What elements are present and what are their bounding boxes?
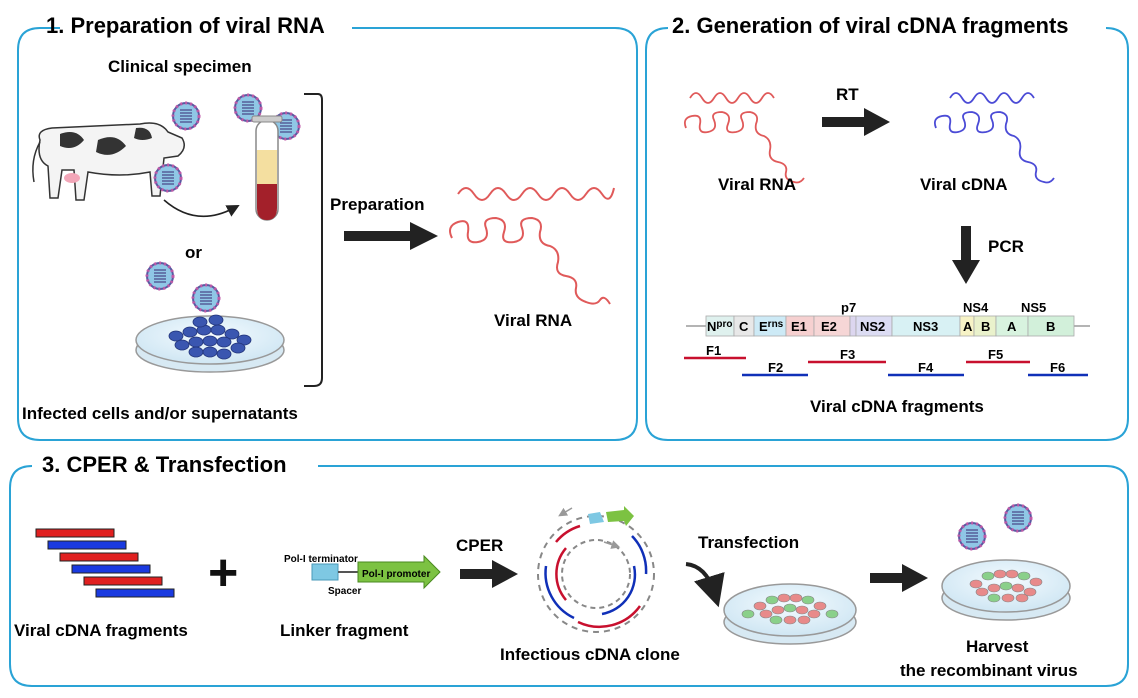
ns4a-label: A [963, 319, 973, 334]
virus-particle-icon [153, 163, 183, 193]
or-label: or [185, 243, 202, 262]
panel-3-border [9, 465, 1129, 687]
ns4-label: NS4 [963, 300, 989, 315]
preparation-arrow-icon [410, 222, 438, 250]
p3-viral-cdna-fragments-label: Viral cDNA fragments [14, 621, 188, 640]
viral-cdna-label: Viral cDNA [920, 175, 1008, 194]
infectious-clone-label: Infectious cDNA clone [500, 645, 680, 664]
e1-label: E1 [791, 319, 807, 334]
fragment-label: F1 [706, 343, 721, 358]
harvest-label-line1: Harvest [966, 637, 1029, 656]
ns3-label: NS3 [913, 319, 938, 334]
genome-map: Npro C Erns E1 E2 p7 NS2 NS3 NS4 A B NS5… [686, 300, 1090, 337]
panel-2-border [645, 27, 1129, 441]
pcr-label: PCR [988, 237, 1024, 256]
panel-2-title: 2. Generation of viral cDNA fragments [672, 13, 1069, 38]
panel-2: 2. Generation of viral cDNA fragments Vi… [645, 13, 1129, 441]
plus-icon: + [208, 544, 238, 602]
pol-terminator-box [311, 563, 339, 581]
linker-fragment: Pol-I promoter Pol-I terminator Spacer [284, 554, 441, 597]
erns-label: Erns [759, 319, 784, 334]
cdna-strand [933, 111, 1055, 184]
panel-1: 1. Preparation of viral RNA Clinical spe… [17, 13, 638, 441]
panel2-viral-rna-label: Viral RNA [718, 175, 796, 194]
transfection-arrow-icon [685, 562, 725, 608]
fragment-label: F3 [840, 347, 855, 362]
genome-segment-p7 [849, 315, 857, 337]
bracket [304, 93, 323, 387]
harvest-arrow-icon [902, 564, 928, 592]
cdna-strand [949, 92, 1035, 104]
rna-strand [457, 187, 615, 201]
npro-label: Npro [707, 319, 733, 334]
rna-strand [689, 92, 775, 104]
fragment-label: F6 [1050, 360, 1065, 375]
cow-icon [32, 122, 185, 201]
pol-promoter-arrow [357, 554, 441, 590]
pcr-fragments: F1 F2 F3 F4 F5 F6 [684, 343, 1088, 377]
p7-label: p7 [841, 300, 856, 315]
panel-3: 3. CPER & Transfection Viral cDNA fragme… [9, 452, 1129, 687]
c-label: C [739, 319, 749, 334]
genome-segment-ns5b [1027, 315, 1075, 337]
ns5-label: NS5 [1021, 300, 1046, 315]
clinical-specimen-label: Clinical specimen [108, 57, 252, 76]
ns5b-label: B [1046, 319, 1055, 334]
virus-particle-icon [1003, 503, 1033, 533]
panel-1-title: 1. Preparation of viral RNA [46, 13, 325, 38]
curved-arrow-icon [163, 199, 240, 218]
panel-3-title: 3. CPER & Transfection [42, 452, 287, 477]
fragment-label: F4 [918, 360, 934, 375]
cper-arrow-icon [492, 560, 518, 588]
pol-promoter-label: Pol-I promoter [362, 569, 430, 580]
linker-fragment-label: Linker fragment [280, 621, 409, 640]
infectious-clone-diagram [537, 506, 655, 633]
rna-strand [449, 216, 611, 305]
viral-rna-label: Viral RNA [494, 311, 572, 330]
virus-particle-icon [171, 101, 201, 131]
ns4b-label: B [981, 319, 990, 334]
ns2-label: NS2 [860, 319, 885, 334]
ns5a-label: A [1007, 319, 1017, 334]
petri-dish-icon [135, 314, 285, 373]
rna-strand [683, 111, 805, 184]
e2-label: E2 [821, 319, 837, 334]
panel-1-border [17, 27, 638, 441]
infected-cells-label: Infected cells and/or supernatants [22, 404, 298, 423]
preparation-label: Preparation [330, 195, 424, 214]
fragment-label: F5 [988, 347, 1003, 362]
rt-arrow-icon [864, 108, 890, 136]
virus-particle-icon [957, 521, 987, 551]
viral-cdna-fragments-label: Viral cDNA fragments [810, 397, 984, 416]
transfection-label: Transfection [698, 533, 799, 552]
virus-particle-icon [191, 283, 221, 313]
cper-label: CPER [456, 536, 503, 555]
harvest-dish-icon [941, 559, 1071, 621]
pcr-arrow-icon [952, 260, 980, 284]
rt-label: RT [836, 85, 859, 104]
pol-terminator-label: Pol-I terminator [284, 554, 358, 565]
stacked-fragments [35, 528, 175, 598]
spacer-label: Spacer [328, 586, 361, 597]
blood-tube-icon [251, 115, 283, 221]
harvest-label-line2: the recombinant virus [900, 661, 1078, 680]
fragment-label: F2 [768, 360, 783, 375]
virus-particle-icon [145, 261, 175, 291]
transfected-dish-icon [723, 583, 857, 645]
